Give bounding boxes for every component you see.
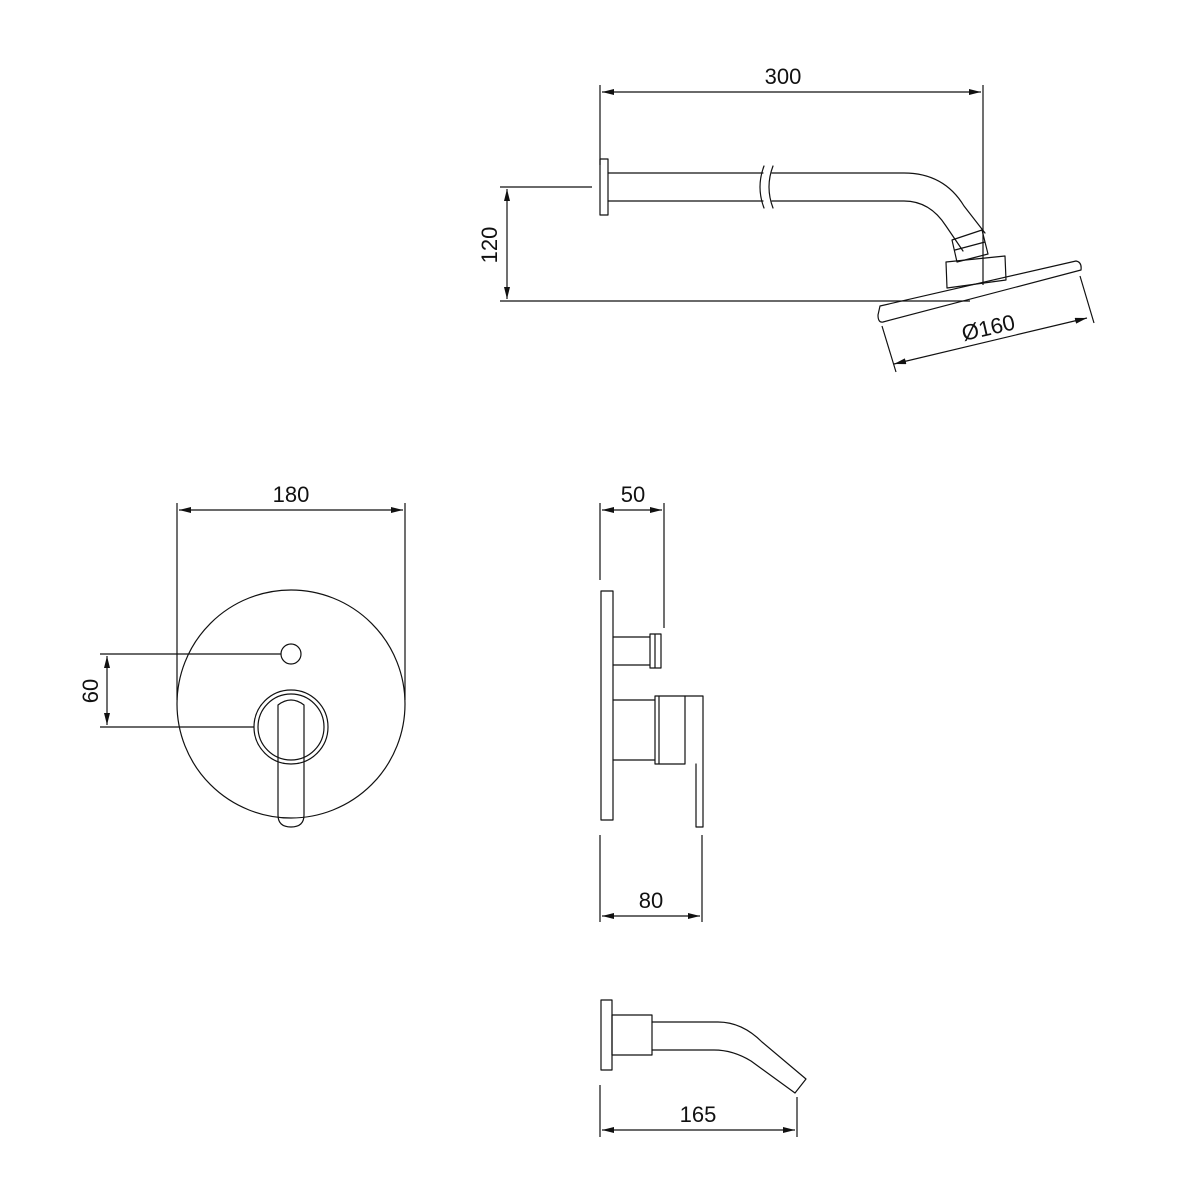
cover-plate <box>176 589 406 819</box>
handle-body <box>612 695 686 765</box>
dim-arm-length: 300 <box>599 64 984 285</box>
shower-head <box>877 260 1082 323</box>
dim-165-label: 165 <box>680 1102 717 1127</box>
break-symbol <box>759 165 774 209</box>
dim-160-label: Ø160 <box>959 309 1017 345</box>
dim-50-label: 50 <box>621 482 645 507</box>
dim-60-label: 60 <box>78 679 103 703</box>
dim-arm-drop: 120 <box>477 186 592 299</box>
dim-plate-diameter: 180 <box>176 482 406 700</box>
dim-300-label: 300 <box>765 64 802 89</box>
handle-base-outer <box>253 689 329 765</box>
diverter-button <box>280 643 302 665</box>
arm-wall-flange <box>599 158 609 216</box>
spout-collar <box>611 1014 653 1056</box>
side-cover-plate <box>600 590 614 821</box>
dim-valve-depth: 50 <box>599 482 665 628</box>
mixer-front-view <box>176 589 406 828</box>
side-lever <box>684 695 704 828</box>
arm-connector <box>951 229 989 263</box>
handle-base-inner <box>257 693 325 761</box>
dim-lever-depth: 80 <box>599 835 703 922</box>
spout-view <box>600 999 807 1094</box>
spout-pipe <box>651 1021 807 1094</box>
dim-120-label: 120 <box>477 227 502 264</box>
dim-spout-length: 165 <box>599 1085 798 1137</box>
dim-80-label: 80 <box>639 888 663 913</box>
dim-180-label: 180 <box>273 482 310 507</box>
diverter-stem <box>612 633 662 669</box>
spout-wall-flange <box>600 999 613 1071</box>
lever-handle <box>277 699 305 828</box>
arm-pipe <box>607 172 986 234</box>
shower-arm-view <box>500 158 1082 323</box>
dim-handle-offset: 60 <box>78 653 281 728</box>
mixer-side-view <box>600 590 704 828</box>
shower-head-neck <box>945 255 1007 289</box>
dim-head-diameter: Ø160 <box>881 275 1095 373</box>
